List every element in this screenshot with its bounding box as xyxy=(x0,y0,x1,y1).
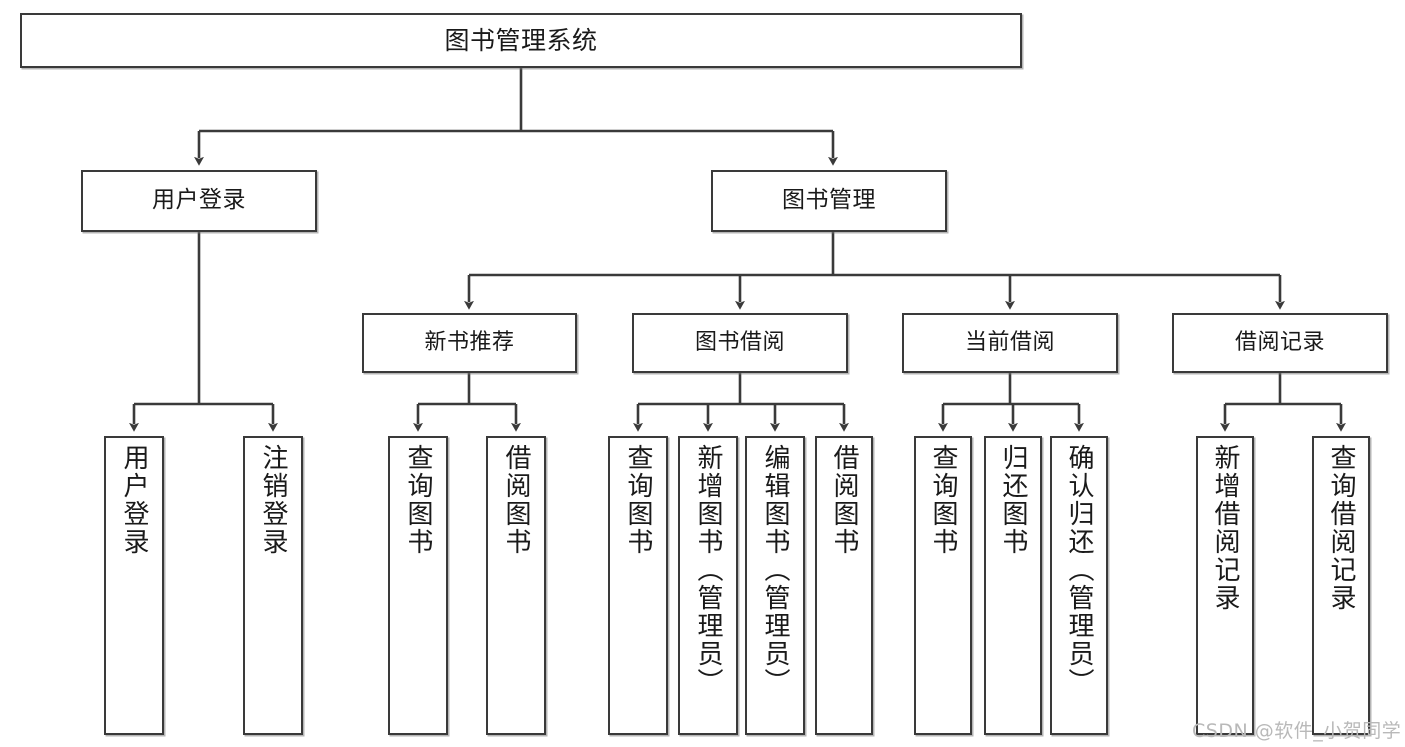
node-leaf-query-book-recommend[interactable]: 查询图书 xyxy=(388,436,448,735)
node-leaf-add-borrow-record[interactable]: 新增借阅记录 xyxy=(1196,436,1254,735)
node-level1-book-management-label: 图书管理 xyxy=(782,187,876,214)
node-leaf-add-book-admin[interactable]: 新增图书（管理员） xyxy=(678,436,738,735)
node-leaf-borrow-book-label: 借阅图书 xyxy=(829,444,859,556)
csdn-watermark: CSDN @软件_小贺同学 xyxy=(1192,720,1402,742)
node-leaf-add-book-admin-label: 新增图书（管理员） xyxy=(693,444,723,696)
node-leaf-query-borrow-record-label: 查询借阅记录 xyxy=(1326,444,1356,612)
node-root[interactable]: 图书管理系统 xyxy=(20,13,1022,68)
node-leaf-borrow-book-recommend-label: 借阅图书 xyxy=(501,444,531,556)
node-leaf-borrow-book-recommend[interactable]: 借阅图书 xyxy=(486,436,546,735)
node-leaf-query-book-current-label: 查询图书 xyxy=(928,444,958,556)
node-leaf-return-book[interactable]: 归还图书 xyxy=(984,436,1042,735)
node-level2-new-book-recommend-label: 新书推荐 xyxy=(424,329,515,355)
node-leaf-user-login-label: 用户登录 xyxy=(119,444,149,556)
node-level2-borrow-record[interactable]: 借阅记录 xyxy=(1172,313,1388,373)
node-root-label: 图书管理系统 xyxy=(444,25,598,55)
node-leaf-query-book-current[interactable]: 查询图书 xyxy=(914,436,972,735)
node-level2-current-borrow[interactable]: 当前借阅 xyxy=(902,313,1118,373)
node-level2-current-borrow-label: 当前借阅 xyxy=(964,329,1055,355)
node-level2-book-borrow-label: 图书借阅 xyxy=(694,329,785,355)
node-level1-book-management[interactable]: 图书管理 xyxy=(711,170,947,232)
node-leaf-logout[interactable]: 注销登录 xyxy=(243,436,303,735)
node-leaf-query-borrow-record[interactable]: 查询借阅记录 xyxy=(1312,436,1370,735)
node-level2-book-borrow[interactable]: 图书借阅 xyxy=(632,313,848,373)
node-leaf-query-book-recommend-label: 查询图书 xyxy=(403,444,433,556)
node-leaf-return-book-label: 归还图书 xyxy=(998,444,1028,556)
node-leaf-confirm-return-admin[interactable]: 确认归还（管理员） xyxy=(1050,436,1108,735)
node-leaf-query-book-borrow-label: 查询图书 xyxy=(623,444,653,556)
node-leaf-edit-book-admin-label: 编辑图书（管理员） xyxy=(760,444,790,696)
node-level2-new-book-recommend[interactable]: 新书推荐 xyxy=(362,313,577,373)
node-leaf-edit-book-admin[interactable]: 编辑图书（管理员） xyxy=(745,436,805,735)
node-level1-user-login-label: 用户登录 xyxy=(152,187,246,214)
node-leaf-user-login[interactable]: 用户登录 xyxy=(104,436,164,735)
node-leaf-add-borrow-record-label: 新增借阅记录 xyxy=(1210,444,1240,612)
node-level1-user-login[interactable]: 用户登录 xyxy=(81,170,317,232)
node-leaf-logout-label: 注销登录 xyxy=(258,444,288,556)
node-level2-borrow-record-label: 借阅记录 xyxy=(1234,329,1325,355)
node-leaf-confirm-return-admin-label: 确认归还（管理员） xyxy=(1064,444,1094,696)
node-leaf-query-book-borrow[interactable]: 查询图书 xyxy=(608,436,668,735)
node-leaf-borrow-book[interactable]: 借阅图书 xyxy=(815,436,873,735)
